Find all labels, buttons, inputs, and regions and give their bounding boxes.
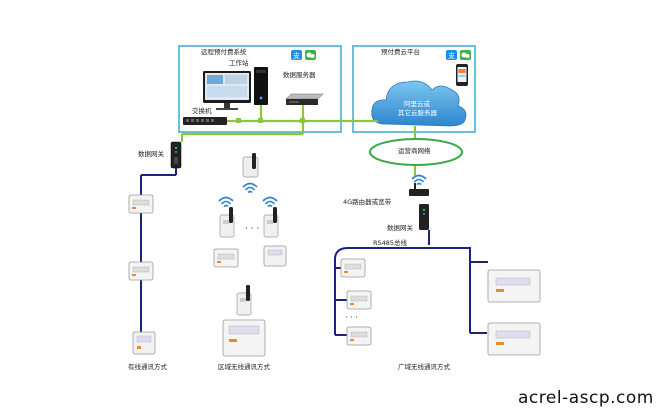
meter-icon	[128, 261, 154, 281]
cloud-server-label-line1: 阿里云或	[404, 100, 430, 108]
svg-text:支: 支	[293, 51, 300, 60]
watermark: acrel-ascp.com	[518, 388, 654, 408]
meter-icon	[487, 322, 541, 356]
alipay-icon: 支	[446, 50, 457, 60]
meter-icon	[222, 319, 266, 357]
gateway-left-label: 数据网关	[138, 150, 164, 158]
carrier-network-ellipse	[369, 138, 463, 166]
cloud-platform-label: 预付费云平台	[381, 48, 420, 56]
server-icon	[285, 93, 324, 105]
remote-system-label: 远程预付费系统	[201, 48, 247, 56]
carrier-network-label: 运营商网络	[398, 147, 431, 155]
wireless-module-icon	[263, 206, 279, 238]
meter-icon	[263, 245, 287, 267]
wired-mode-label: 有线通讯方式	[128, 363, 167, 371]
wide-wireless-mode-label: 广域无线通讯方式	[398, 363, 450, 371]
meter-icon	[132, 331, 156, 355]
wifi-icon	[262, 196, 278, 208]
meter-icon	[340, 258, 366, 278]
meter-icon	[128, 194, 154, 214]
server-icon	[254, 67, 268, 105]
gateway-icon	[170, 141, 182, 169]
switch-icon	[183, 117, 227, 125]
wifi-icon	[218, 196, 234, 208]
router-4g-label: 4G路由器或宽带	[343, 198, 392, 206]
phone-icon	[456, 64, 468, 86]
ellipsis-mid: · · ·	[245, 224, 260, 234]
meter-icon	[213, 248, 239, 268]
gateway-icon	[419, 204, 429, 230]
wechat-icon	[460, 50, 471, 60]
switch-label: 交换机	[192, 107, 212, 115]
cloud-server-label-line2: 其它云服务器	[398, 109, 437, 117]
router-icon	[409, 183, 429, 196]
data-server-label: 数据服务器	[283, 71, 316, 79]
rs485-label: RS485总线	[373, 239, 408, 247]
meter-icon	[487, 269, 541, 303]
cloud-icon	[371, 80, 467, 127]
meter-icon	[346, 326, 372, 346]
ellipsis-right: · · ·	[345, 313, 358, 322]
svg-text:支: 支	[448, 51, 455, 60]
workstation-label: 工作站	[229, 59, 249, 67]
wireless-module-icon	[236, 284, 252, 316]
gateway-icon	[242, 153, 259, 178]
local-wireless-mode-label: 区域无线通讯方式	[218, 363, 270, 371]
wireless-module-icon	[219, 206, 235, 238]
gateway-right-label: 数据网关	[387, 224, 413, 232]
wechat-icon	[305, 50, 316, 60]
monitor-icon	[203, 71, 251, 110]
wifi-icon	[242, 182, 258, 194]
alipay-icon: 支	[291, 50, 302, 60]
meter-icon	[346, 290, 372, 310]
